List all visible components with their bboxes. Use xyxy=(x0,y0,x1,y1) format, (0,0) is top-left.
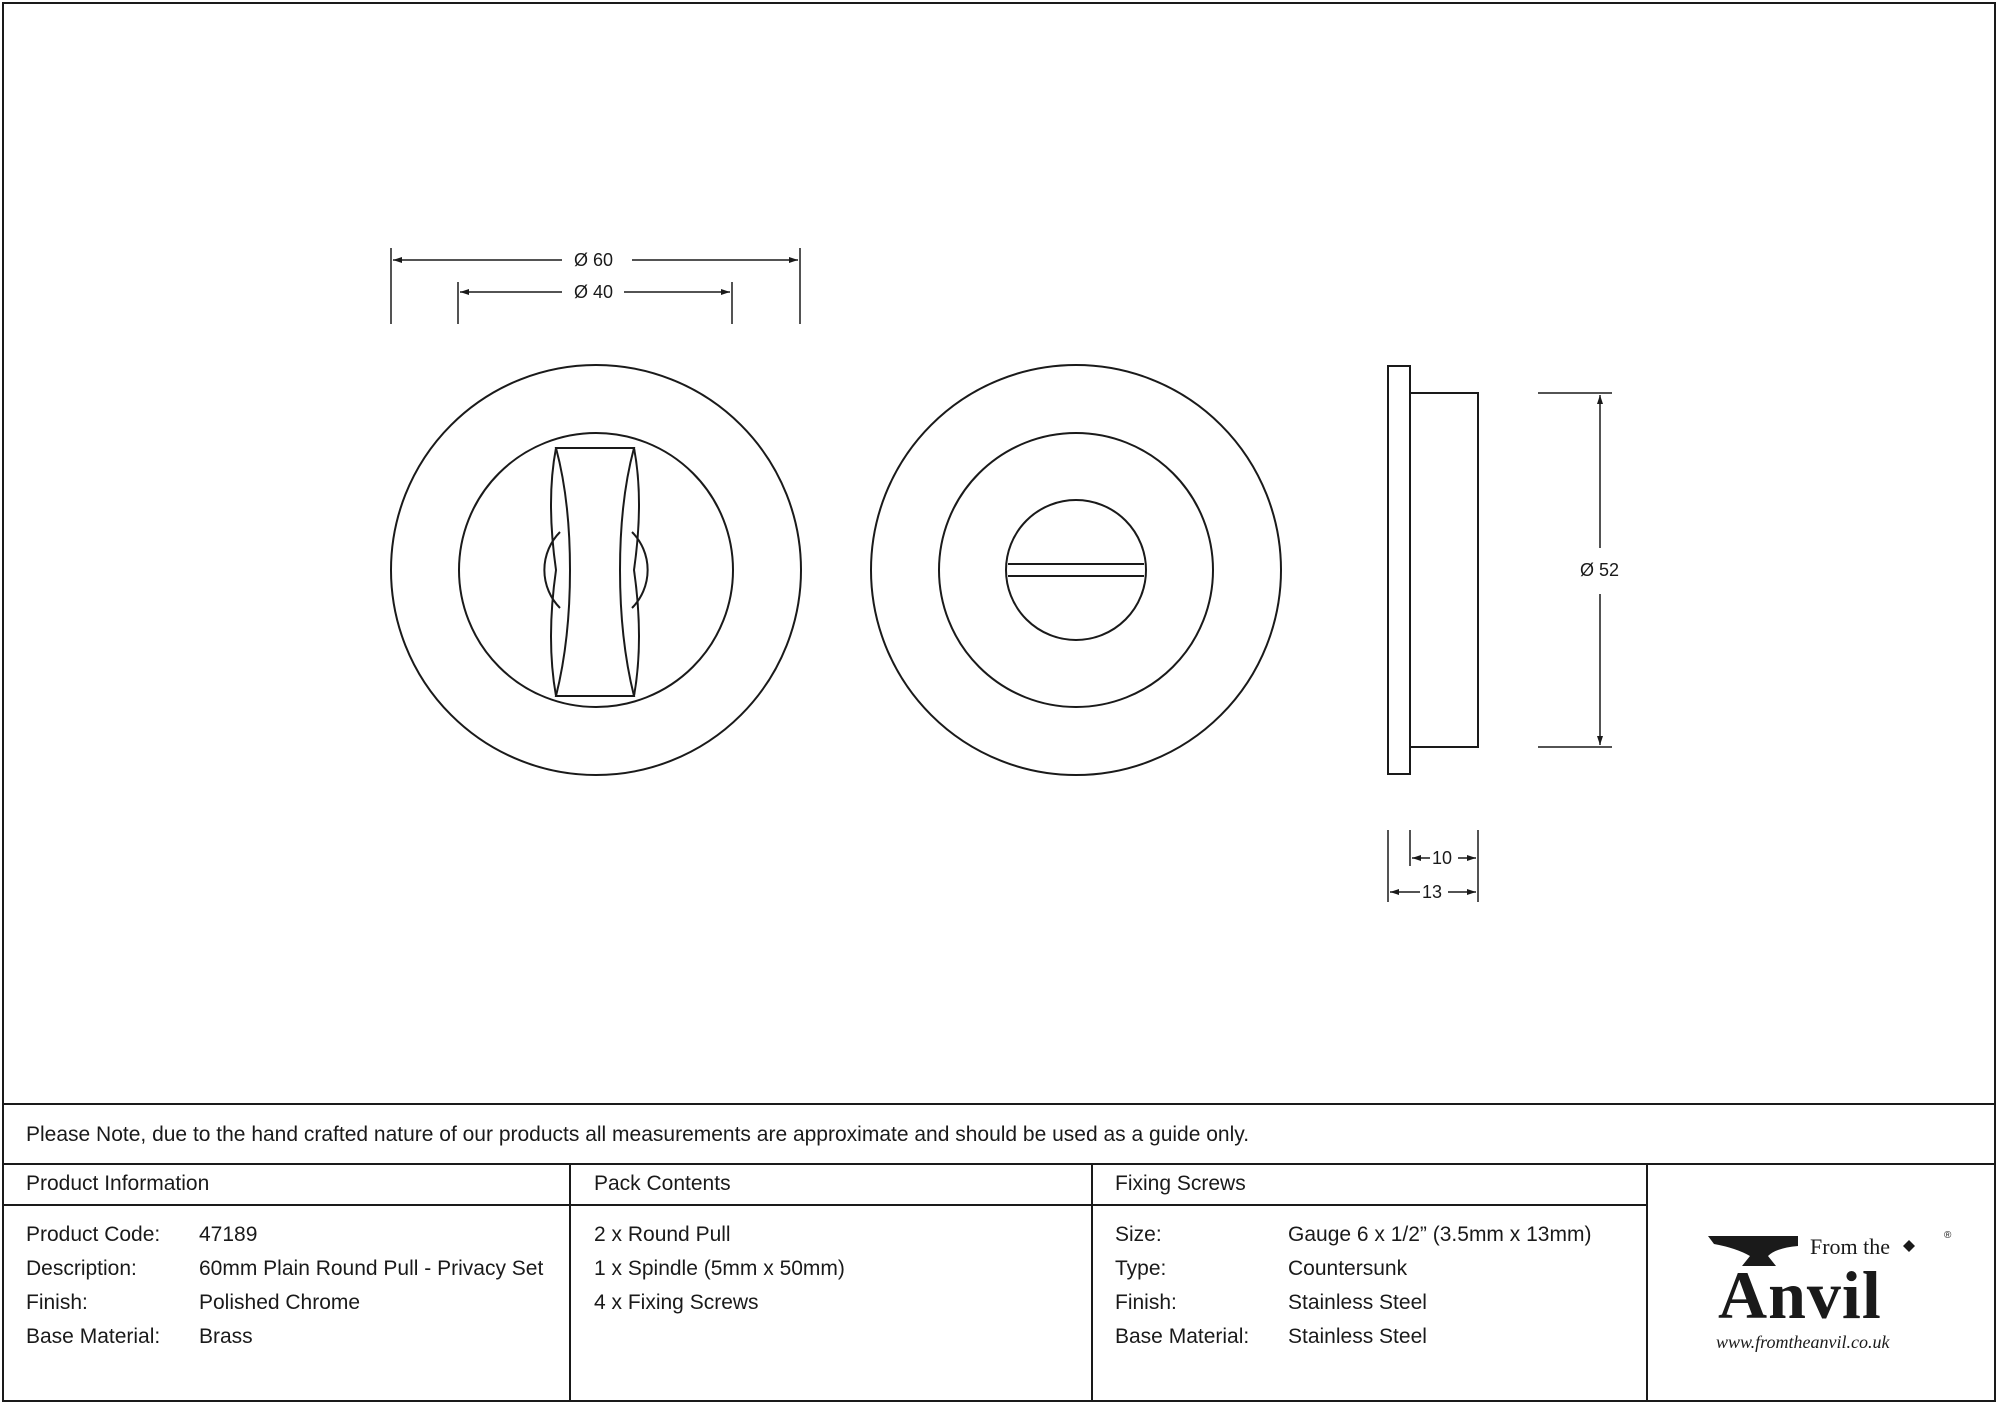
dim-outer-diameter: Ø 60 xyxy=(574,250,613,270)
dim-thickness-inner: 10 xyxy=(1432,848,1452,868)
side-body xyxy=(1409,392,1479,748)
screw-type-label: Type: xyxy=(1115,1257,1167,1280)
product-code-label: Product Code: xyxy=(26,1223,161,1246)
dimension-lines xyxy=(390,248,1612,902)
inner-rose-circle xyxy=(938,432,1214,708)
anvil-icon xyxy=(1708,1236,1798,1266)
note-bottom-rule xyxy=(2,1163,1996,1165)
back-view-release xyxy=(870,364,1282,776)
base-material-value: Brass xyxy=(199,1325,253,1348)
logo-from-text: From the xyxy=(1810,1234,1891,1259)
diamond-icon xyxy=(1903,1240,1915,1252)
pack-item: 1 x Spindle (5mm x 50mm) xyxy=(594,1257,845,1280)
screw-size-label: Size: xyxy=(1115,1223,1162,1246)
release-disc xyxy=(1005,499,1147,641)
screw-type-value: Countersunk xyxy=(1288,1257,1408,1280)
side-view xyxy=(1387,365,1479,775)
logo-anvil-text: Anvil xyxy=(1718,1257,1882,1333)
dim-depth-diameter: Ø 52 xyxy=(1580,560,1619,580)
pack-item: 2 x Round Pull xyxy=(594,1223,731,1246)
screw-finish-label: Finish: xyxy=(1115,1291,1177,1314)
inner-rose-circle xyxy=(458,432,734,708)
column-divider-1 xyxy=(569,1163,571,1402)
finish-value: Polished Chrome xyxy=(199,1291,361,1314)
outer-rose-circle xyxy=(870,364,1282,776)
screw-finish-value: Stainless Steel xyxy=(1288,1291,1427,1314)
column-divider-3 xyxy=(1646,1163,1648,1402)
screw-size-value: Gauge 6 x 1/2” (3.5mm x 13mm) xyxy=(1288,1223,1592,1246)
logo-url: www.fromtheanvil.co.uk xyxy=(1716,1332,1890,1352)
product-code-value: 47189 xyxy=(199,1223,258,1246)
screw-base-material-label: Base Material: xyxy=(1115,1325,1250,1348)
turn-knob xyxy=(554,447,636,697)
dim-thickness-total: 13 xyxy=(1422,882,1442,902)
base-material-label: Base Material: xyxy=(26,1325,161,1348)
turn-boss-left xyxy=(543,531,561,609)
logo-registered-mark: ® xyxy=(1944,1230,1952,1241)
from-the-anvil-logo: From the ® Anvil www.fromtheanvil.co.uk xyxy=(1650,1220,1970,1370)
pack-contents-header: Pack Contents xyxy=(594,1172,731,1195)
description-value: 60mm Plain Round Pull - Privacy Set xyxy=(199,1257,544,1280)
outer-rose-circle xyxy=(390,364,802,776)
measurement-note: Please Note, due to the hand crafted nat… xyxy=(26,1123,1250,1146)
finish-label: Finish: xyxy=(26,1291,88,1314)
table-top-rule xyxy=(2,1103,1996,1105)
pack-item: 4 x Fixing Screws xyxy=(594,1291,759,1314)
drawing-area: Ø 60 Ø 40 Ø 52 10 13 xyxy=(390,248,1619,902)
column-divider-2 xyxy=(1091,1163,1093,1402)
product-info-header: Product Information xyxy=(26,1172,210,1195)
side-flange xyxy=(1387,365,1411,775)
dim-inner-diameter: Ø 40 xyxy=(574,282,613,302)
header-bottom-rule xyxy=(2,1204,1646,1206)
fixing-screws-header: Fixing Screws xyxy=(1115,1172,1246,1195)
screw-base-material-value: Stainless Steel xyxy=(1288,1325,1427,1348)
front-view-turn xyxy=(390,364,802,776)
description-label: Description: xyxy=(26,1257,137,1280)
